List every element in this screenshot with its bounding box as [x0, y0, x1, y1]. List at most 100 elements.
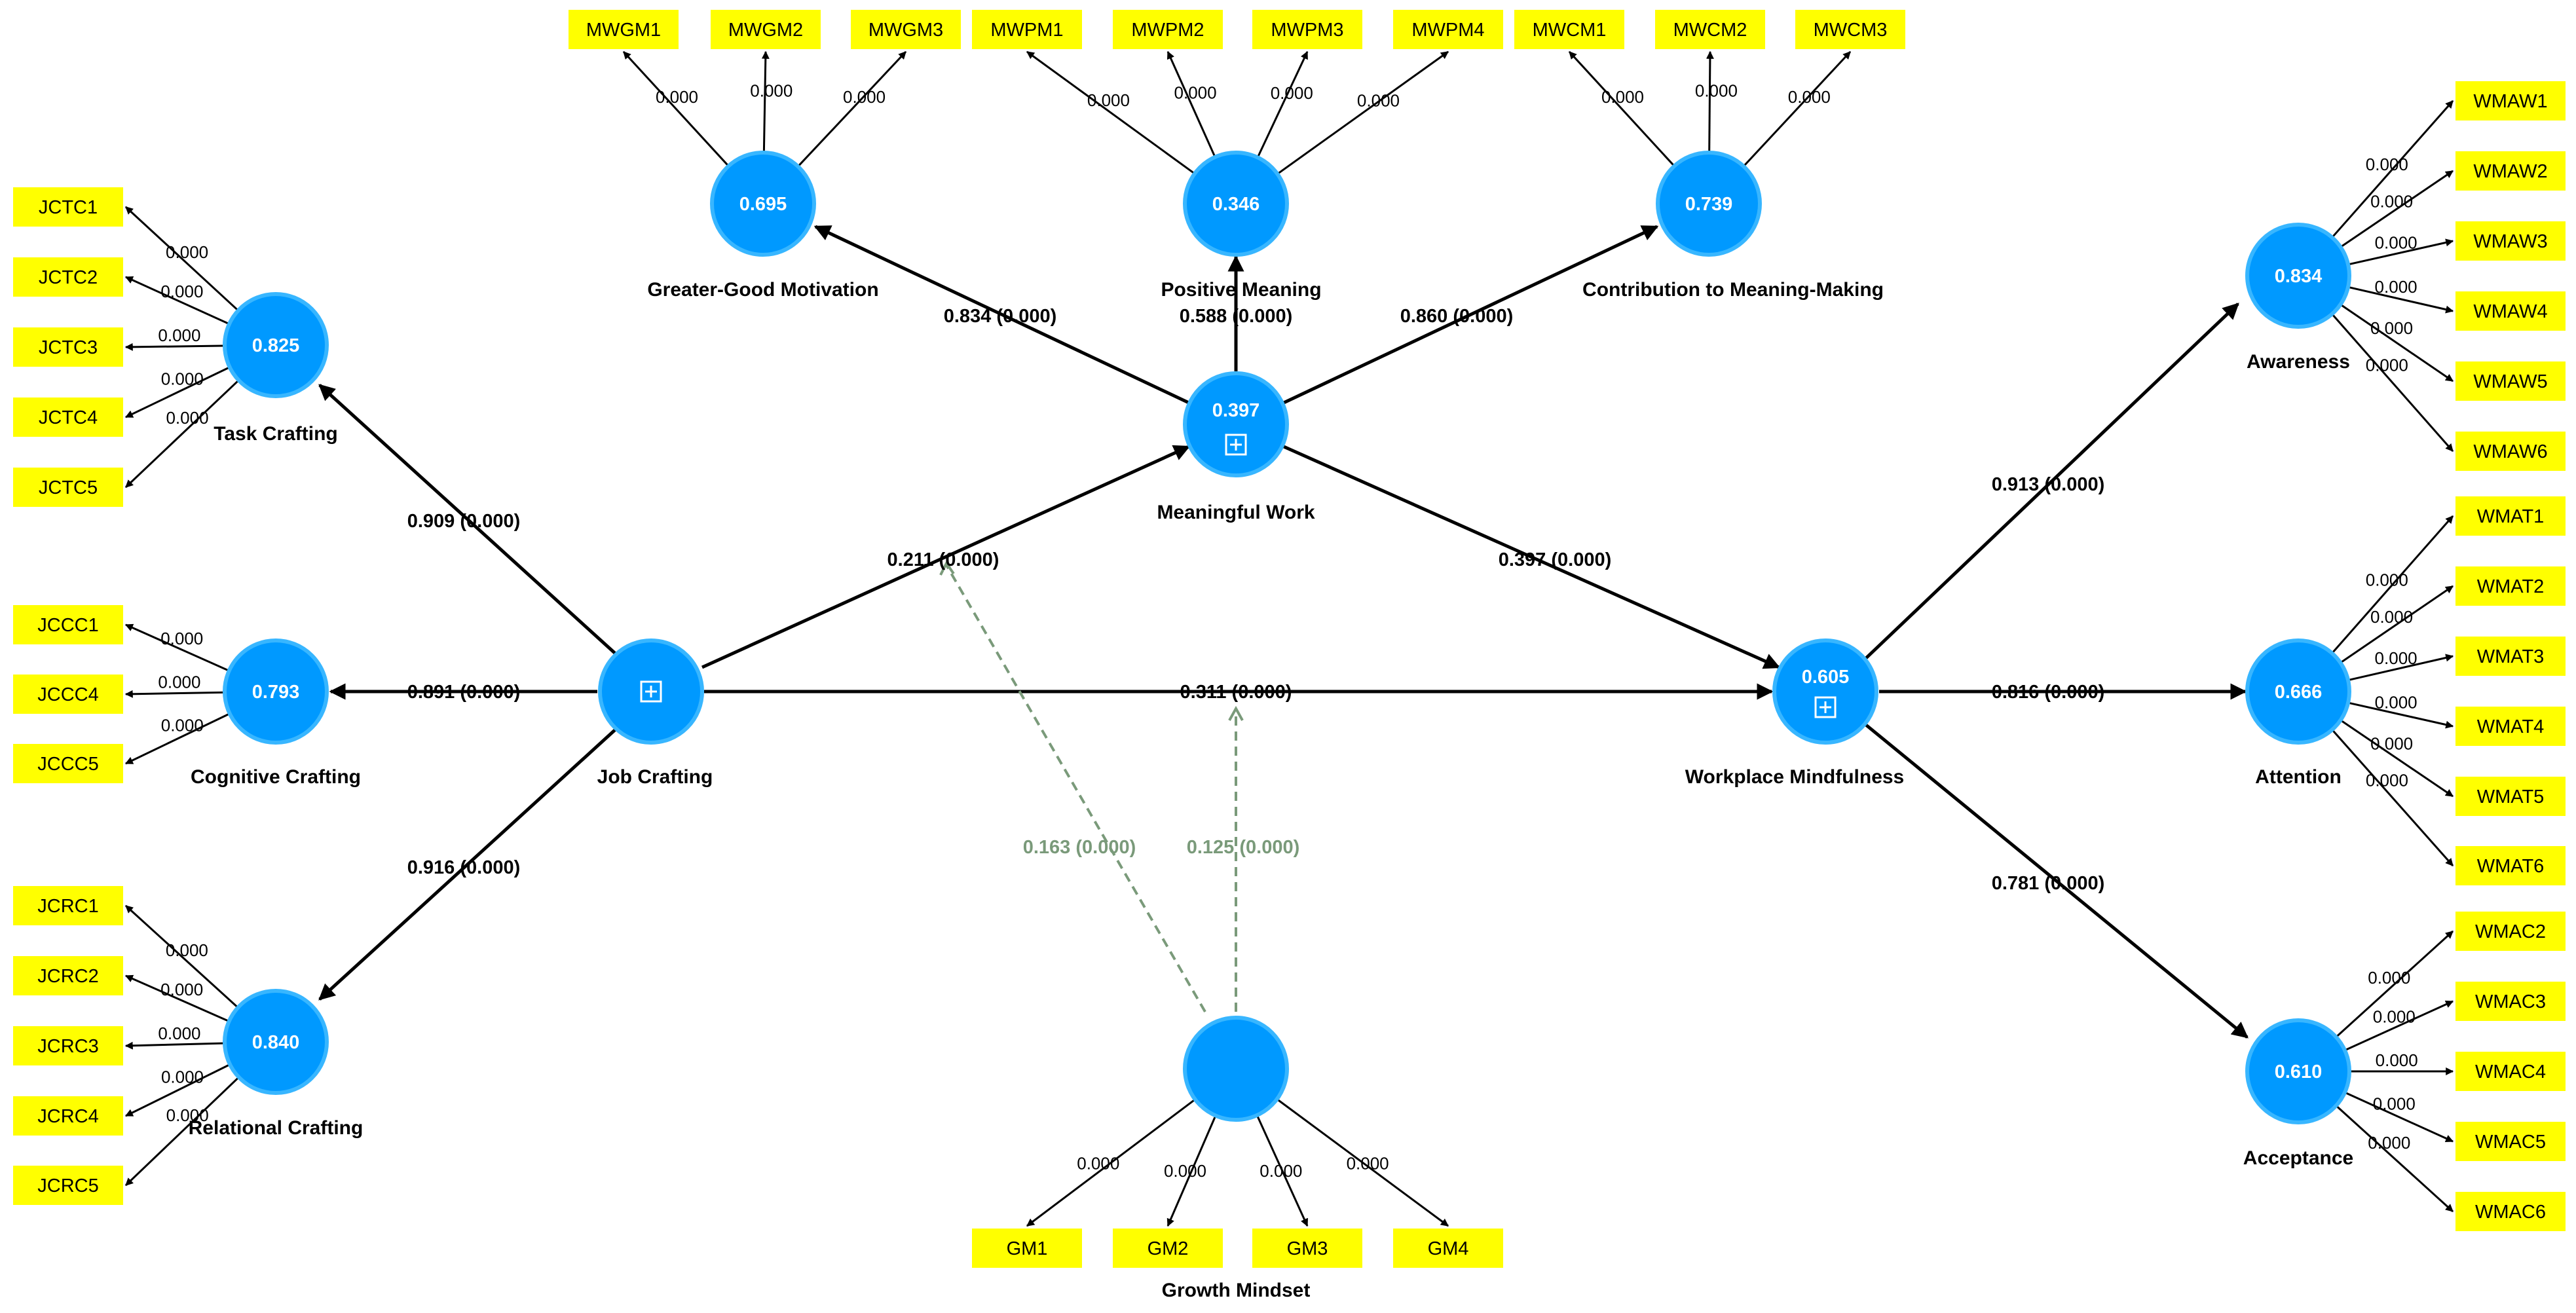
indicator-wmat3[interactable]: WMAT3 [2455, 637, 2566, 676]
indicator-arrow[interactable] [2341, 720, 2454, 798]
indicator-box[interactable] [1252, 1229, 1362, 1268]
indicator-box[interactable] [2455, 912, 2566, 951]
expand-icon[interactable] [1814, 696, 1837, 718]
construct-circle[interactable] [1183, 371, 1289, 477]
indicator-wmac6[interactable]: WMAC6 [2455, 1192, 2566, 1231]
indicator-jccc4[interactable]: JCCC4 [13, 675, 123, 714]
indicator-box[interactable] [13, 956, 123, 995]
indicator-wmat4[interactable]: WMAT4 [2455, 707, 2566, 746]
indicator-arrow[interactable] [1167, 50, 1216, 157]
indicator-box[interactable] [13, 327, 123, 367]
indicator-wmaw1[interactable]: WMAW1 [2455, 81, 2566, 120]
indicator-box[interactable] [1795, 10, 1905, 49]
indicator-arrow[interactable] [124, 1077, 239, 1187]
indicator-box[interactable] [2455, 777, 2566, 816]
indicator-arrow[interactable] [2345, 1092, 2454, 1143]
indicator-arrow[interactable] [1278, 50, 1449, 174]
moderation-path-growth-mindset-jc-mw[interactable] [945, 564, 1206, 1013]
indicator-jcrc2[interactable]: JCRC2 [13, 956, 123, 995]
indicator-box[interactable] [2455, 496, 2566, 536]
indicator-box[interactable] [13, 886, 123, 925]
indicator-box[interactable] [2455, 846, 2566, 885]
indicator-arrow[interactable] [1256, 1116, 1309, 1227]
indicator-mwgm1[interactable]: MWGM1 [569, 10, 679, 49]
indicator-arrow[interactable] [2349, 702, 2454, 729]
indicator-mwgm2[interactable]: MWGM2 [711, 10, 821, 49]
indicator-box[interactable] [2455, 1122, 2566, 1161]
construct-circle[interactable] [1772, 638, 1878, 745]
indicator-arrow[interactable] [1026, 50, 1195, 174]
indicator-arrow[interactable] [1277, 1099, 1449, 1227]
path-meaningful-work-greater-good[interactable] [813, 225, 1190, 405]
construct-circle[interactable] [710, 151, 816, 257]
indicator-gm2[interactable]: GM2 [1113, 1229, 1223, 1268]
construct-circle[interactable] [223, 292, 329, 398]
indicator-gm1[interactable]: GM1 [972, 1229, 1082, 1268]
construct-growth-mindset[interactable]: Growth Mindset [1162, 1016, 1311, 1301]
construct-circle[interactable] [1656, 151, 1762, 257]
indicator-arrow[interactable] [622, 50, 729, 166]
indicator-jcrc1[interactable]: JCRC1 [13, 886, 123, 925]
construct-circle[interactable] [223, 638, 329, 745]
indicator-box[interactable] [1252, 10, 1362, 49]
construct-greater-good-motivation[interactable]: 0.695 Greater-Good Motivation [647, 151, 879, 301]
indicator-arrow[interactable] [124, 1041, 224, 1050]
indicator-jctc3[interactable]: JCTC3 [13, 327, 123, 367]
indicator-box[interactable] [2455, 982, 2566, 1021]
indicator-box[interactable] [2455, 637, 2566, 676]
indicator-arrow[interactable] [2345, 1000, 2454, 1051]
indicator-mwcm1[interactable]: MWCM1 [1514, 10, 1624, 49]
indicator-jccc1[interactable]: JCCC1 [13, 605, 123, 644]
construct-acceptance[interactable]: 0.610 Acceptance [2243, 1018, 2353, 1169]
indicator-arrow[interactable] [124, 380, 238, 489]
construct-circle[interactable] [2245, 223, 2351, 329]
path-job-crafting-meaningful-work[interactable] [701, 445, 1191, 669]
indicator-arrow[interactable] [124, 690, 224, 698]
indicator-box[interactable] [569, 10, 679, 49]
expand-icon[interactable] [640, 680, 662, 703]
construct-circle[interactable] [2245, 1018, 2351, 1124]
construct-task-crafting[interactable]: 0.825 Task Crafting [214, 292, 338, 445]
indicator-arrow[interactable] [798, 50, 907, 166]
indicator-box[interactable] [2455, 566, 2566, 606]
construct-positive-meaning[interactable]: 0.346 Positive Meaning [1161, 151, 1322, 301]
indicator-box[interactable] [13, 257, 123, 297]
indicator-mwpm1[interactable]: MWPM1 [972, 10, 1082, 49]
construct-meaningful-work[interactable]: 0.397 Meaningful Work [1157, 371, 1315, 523]
indicator-box[interactable] [711, 10, 821, 49]
path-workplace-mindfulness-awareness[interactable] [1865, 303, 2239, 659]
indicator-arrow[interactable] [124, 1064, 229, 1117]
indicator-jccc5[interactable]: JCCC5 [13, 744, 123, 783]
indicator-arrow[interactable] [1706, 50, 1714, 152]
indicator-arrow[interactable] [2349, 654, 2454, 681]
indicator-box[interactable] [13, 187, 123, 227]
indicator-arrow[interactable] [2349, 238, 2454, 265]
indicator-box[interactable] [1113, 1229, 1223, 1268]
indicator-box[interactable] [1514, 10, 1624, 49]
construct-circle[interactable] [223, 989, 329, 1095]
indicator-jctc4[interactable]: JCTC4 [13, 398, 123, 437]
path-meaningful-work-workplace-mindfulness[interactable] [1282, 445, 1781, 669]
indicator-jcrc3[interactable]: JCRC3 [13, 1026, 123, 1065]
indicator-wmac3[interactable]: WMAC3 [2455, 982, 2566, 1021]
construct-awareness[interactable]: 0.834 Awareness [2245, 223, 2351, 373]
indicator-arrow[interactable] [1744, 50, 1852, 166]
indicator-wmaw5[interactable]: WMAW5 [2455, 361, 2566, 401]
indicator-arrow[interactable] [761, 50, 770, 152]
indicator-box[interactable] [2455, 221, 2566, 261]
indicator-arrow[interactable] [2341, 170, 2454, 248]
indicator-wmaw4[interactable]: WMAW4 [2455, 291, 2566, 331]
indicator-box[interactable] [1393, 10, 1503, 49]
construct-cognitive-crafting[interactable]: 0.793 Cognitive Crafting [191, 638, 361, 788]
expand-icon[interactable] [1225, 434, 1247, 456]
path-job-crafting-relational-crafting[interactable] [318, 719, 627, 1001]
indicator-wmac5[interactable]: WMAC5 [2455, 1122, 2566, 1161]
indicator-arrow[interactable] [1026, 1099, 1195, 1227]
indicator-arrow[interactable] [2341, 304, 2454, 382]
construct-contribution-to-meaning-making[interactable]: 0.739 Contribution to Meaning-Making [1582, 151, 1884, 301]
indicator-mwpm3[interactable]: MWPM3 [1252, 10, 1362, 49]
indicator-arrow[interactable] [124, 904, 238, 1008]
construct-workplace-mindfulness[interactable]: 0.605 Workplace Mindfulness [1685, 638, 1905, 788]
indicator-box[interactable] [972, 1229, 1082, 1268]
indicator-arrow[interactable] [1167, 1116, 1216, 1227]
